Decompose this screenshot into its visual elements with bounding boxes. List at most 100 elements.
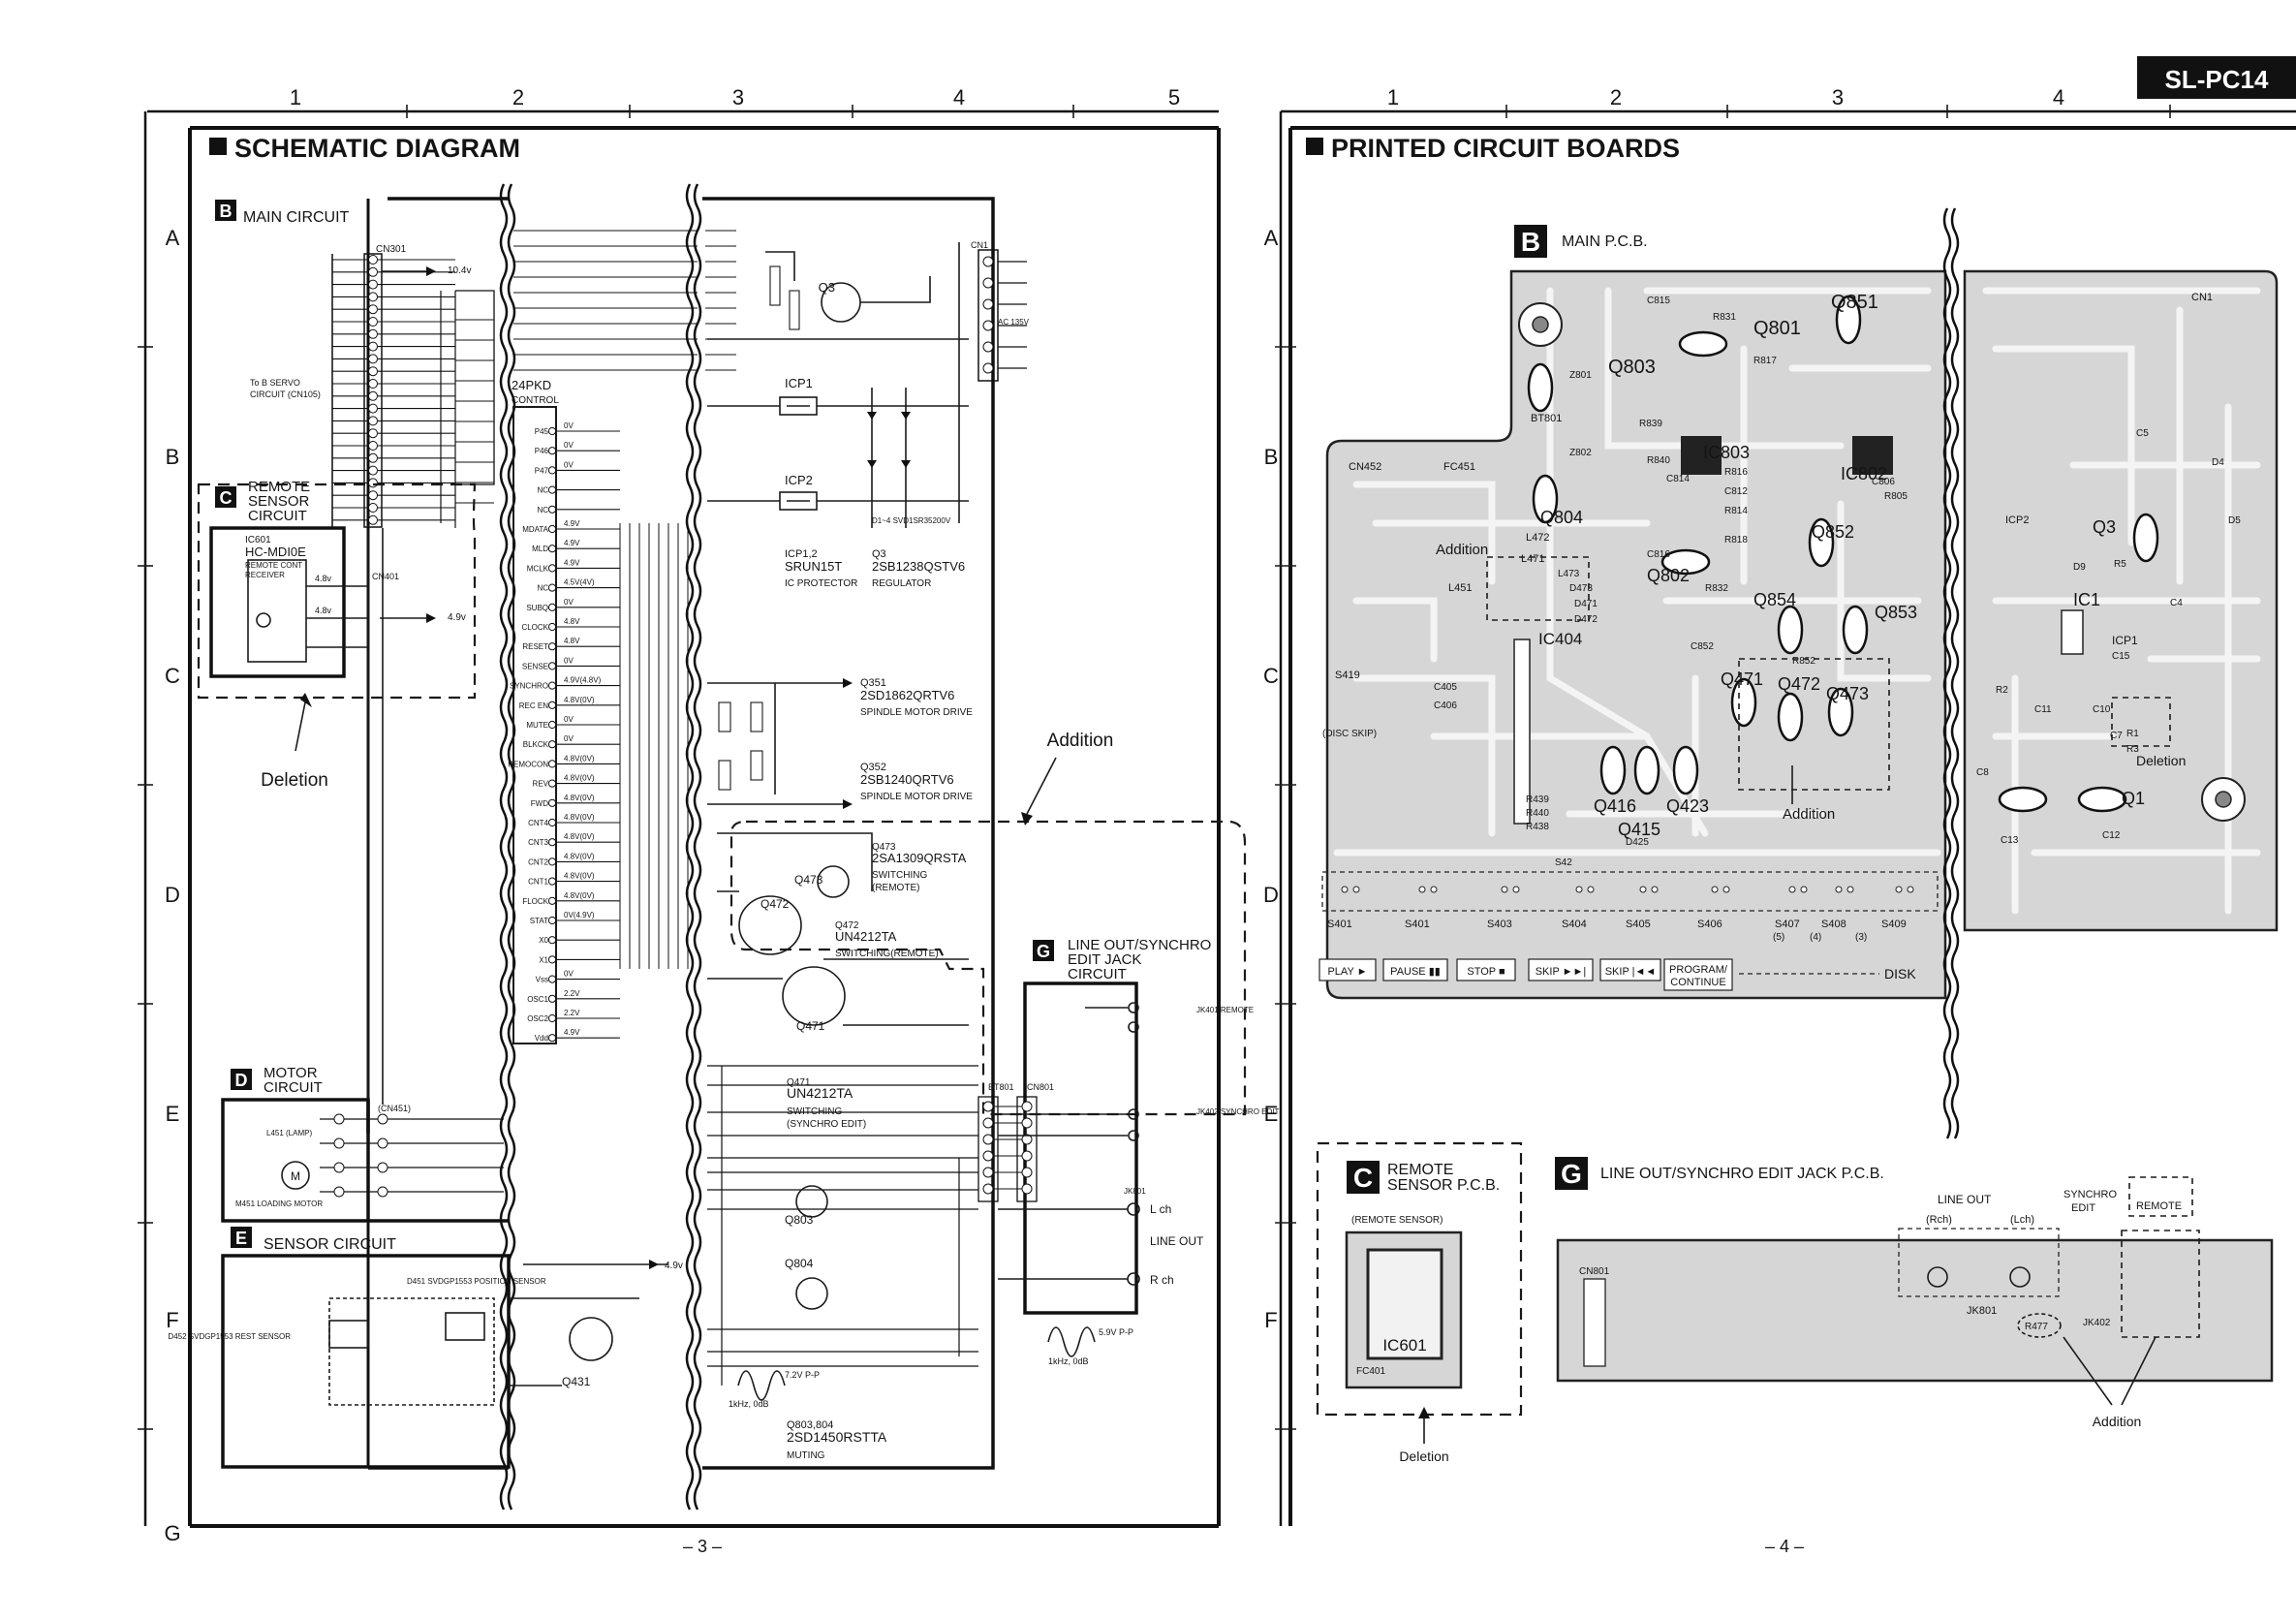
left-page: 1 2 3 4 5 A B C D E F G SCHEMATIC DIAGRA… [138, 85, 1221, 1556]
icp1-label: ICP1 [785, 376, 813, 390]
svg-text:SENSOR: SENSOR [248, 493, 310, 510]
remote-deletion-box [197, 483, 477, 700]
component-note: (SYNCHRO EDIT) [787, 1119, 866, 1130]
svg-text:Addition: Addition [1047, 731, 1114, 751]
ic-pin-name: X0 [539, 936, 548, 945]
grid-row-d: D [165, 883, 180, 907]
component-note: Q472 [835, 920, 859, 931]
svg-text:5.9V P-P: 5.9V P-P [1099, 1327, 1133, 1337]
component-note: Q3 [872, 548, 886, 560]
component-note: Q471 [787, 1077, 811, 1088]
svg-text:CIRCUIT: CIRCUIT [264, 1079, 323, 1096]
svg-text:Q472: Q472 [760, 897, 790, 911]
ic-pin-name: STAT [530, 917, 548, 925]
model-badge-text: SL-PC14 [2165, 65, 2269, 94]
bt801-cn801: BT801 CN801 [977, 1082, 1054, 1202]
cn301-pin [368, 428, 378, 439]
svg-text:D451 SVDGP1553 POSITION SENSOR: D451 SVDGP1553 POSITION SENSOR [407, 1277, 546, 1286]
svg-text:G: G [1037, 942, 1050, 961]
component-note: UN4212TA [835, 929, 897, 944]
icp2-label: ICP2 [785, 473, 813, 487]
svg-text:MAIN CIRCUIT: MAIN CIRCUIT [243, 209, 350, 226]
waveform-1 [737, 1370, 786, 1401]
ic-pin-voltage: 4.8V(0V) [564, 852, 595, 860]
component-note: 2SD1450RSTTA [787, 1429, 887, 1445]
grid-row-b: B [166, 445, 180, 469]
grid-col-1: 1 [290, 85, 301, 109]
ic-pin-name: CLOCK [521, 623, 548, 632]
svg-text:CN301: CN301 [376, 244, 407, 255]
ic-pin-voltage: 4.9V [564, 558, 580, 567]
ic-pin-name: MUTE [526, 721, 548, 730]
grid-row-e: E [166, 1102, 180, 1126]
ic-pin-name: SUBQ [526, 604, 548, 612]
ic-pin-name: OSC1 [527, 995, 548, 1004]
cn301-pin [368, 514, 378, 525]
cn301-pin [368, 366, 378, 377]
ic-pin-name: CNT2 [528, 857, 548, 866]
cn301-pin [368, 255, 378, 265]
loading-motor-symbol [281, 1161, 310, 1190]
ic-pin-name: Vdd [535, 1034, 548, 1043]
ic-pin-voltage: 4.9V(4.8V) [564, 676, 602, 685]
ic-pin-voltage: 4.8V [564, 637, 580, 645]
svg-text:Q431: Q431 [562, 1375, 591, 1388]
svg-text:REMOTE CONT: REMOTE CONT [245, 561, 302, 570]
lineout-circuit-header: G LINE OUT/SYNCHRO EDIT JACK CIRCUIT [1033, 937, 1211, 982]
ic-pin-voltage: 4.8V(0V) [564, 696, 595, 704]
q804-symbol [795, 1277, 828, 1310]
ic-pin-name: NC [537, 584, 548, 593]
sensor-circuit-header: E SENSOR CIRCUIT [231, 1227, 396, 1253]
cn301-pin [368, 465, 378, 476]
svg-text:JK801: JK801 [1124, 1187, 1146, 1196]
cn301-pin [368, 416, 378, 426]
svg-text:JK402 SYNCHRO EDIT: JK402 SYNCHRO EDIT [1196, 1107, 1279, 1116]
svg-text:4.9v: 4.9v [665, 1261, 683, 1271]
svg-text:AC 135V: AC 135V [998, 318, 1030, 327]
break-lines [499, 183, 702, 1511]
svg-text:Q3: Q3 [819, 280, 835, 295]
ic-pin-voltage: 4.8V [564, 617, 580, 626]
remote-circuit-box [209, 526, 346, 678]
svg-text:D1~4 SVD1SR35200V: D1~4 SVD1SR35200V [872, 516, 951, 525]
motor-circuit-box [221, 1098, 370, 1223]
component-note: 2SB1238QSTV6 [872, 559, 965, 574]
svg-text:Deletion: Deletion [261, 770, 328, 791]
ic-pin-name: CNT4 [528, 819, 548, 827]
ic-pin-name: FWD [531, 799, 548, 808]
cn301-pin [368, 354, 378, 364]
cn301-pin [368, 328, 378, 339]
svg-text:1kHz, 0dB: 1kHz, 0dB [729, 1399, 769, 1409]
ic-pin-voltage: 0V [564, 715, 574, 724]
svg-text:D452 SVDGP1553 REST SENSOR: D452 SVDGP1553 REST SENSOR [168, 1332, 291, 1341]
cn301-pin [368, 503, 378, 513]
ic-pin-name: BLKCK [523, 740, 549, 749]
svg-text:24PKD: 24PKD [512, 378, 551, 392]
grid-row-f: F [166, 1308, 178, 1332]
power-section: Q3 ICP1 ICP2 D1~4 SVD1SR35200V AC 135V [707, 242, 1030, 528]
svg-text:B: B [220, 202, 233, 221]
svg-text:JK401 REMOTE: JK401 REMOTE [1196, 1006, 1254, 1014]
svg-text:4.8v: 4.8v [315, 606, 332, 615]
svg-text:M: M [291, 1169, 300, 1183]
jk-jacks: JK401 REMOTE JK402 SYNCHRO EDIT JK801 L … [998, 1002, 1279, 1287]
ic-pin-name: FLOCK [522, 897, 548, 906]
component-note: SPINDLE MOTOR DRIVE [860, 792, 973, 802]
ic-pin-voltage: 0V [564, 598, 574, 607]
svg-text:M451 LOADING MOTOR: M451 LOADING MOTOR [235, 1199, 323, 1208]
left-page-title: SCHEMATIC DIAGRAM [234, 134, 520, 163]
svg-text:Q804: Q804 [785, 1257, 814, 1270]
svg-text:L ch: L ch [1150, 1202, 1171, 1216]
component-note: 2SB1240QRTV6 [860, 772, 954, 787]
ic-pin-voltage: 0V [564, 460, 574, 469]
ic601-label: IC601 [245, 535, 271, 545]
q471-symbol [782, 966, 846, 1026]
servo-note: To B SERVO [250, 378, 300, 388]
svg-text:1kHz, 0dB: 1kHz, 0dB [1048, 1356, 1089, 1366]
cn301-pin [368, 341, 378, 352]
svg-text:Q803: Q803 [785, 1213, 814, 1227]
svg-text:REMOTE: REMOTE [248, 479, 310, 495]
ic-pin-voltage: 4.8V(0V) [564, 813, 595, 822]
ic-pin-voltage: 0V(4.9V) [564, 911, 595, 919]
